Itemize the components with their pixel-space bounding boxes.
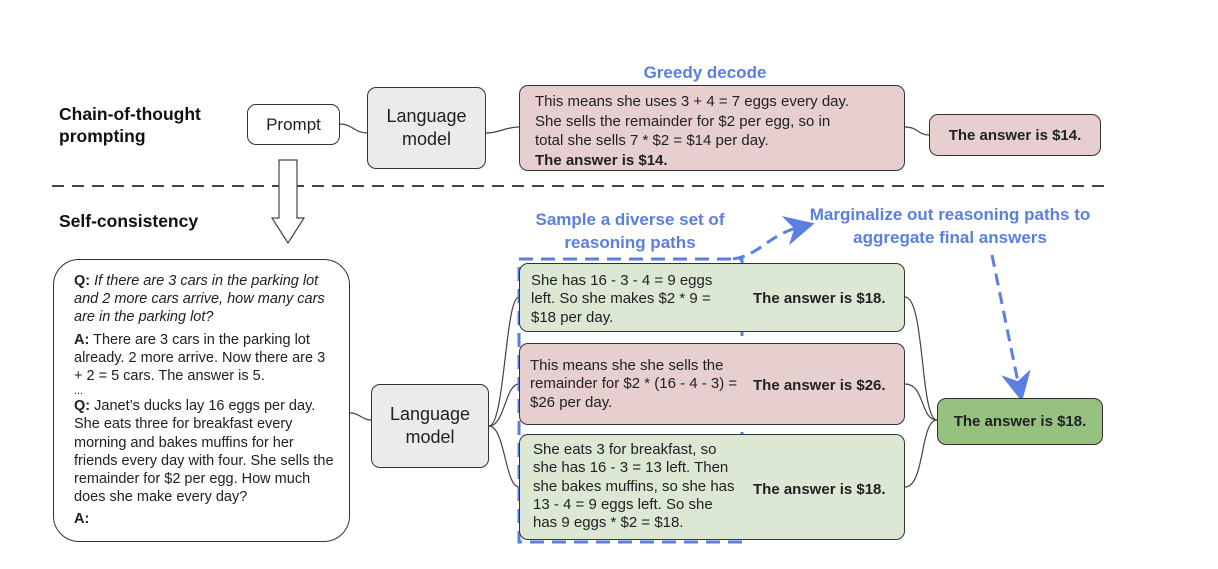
greedy-decode-label: Greedy decode — [643, 63, 767, 82]
question-to-lm-wire — [349, 412, 372, 421]
reasoning-path-1: She has 16 - 3 - 4 = 9 eggs left. So she… — [519, 263, 905, 332]
greedy-to-answer-wire — [904, 126, 930, 136]
q2-prefix: Q: — [74, 398, 91, 415]
answer-2-prefix: A: — [74, 511, 90, 528]
marginalize-label: Marginalize out reasoning paths to aggre… — [809, 205, 1091, 247]
ellipsis: ... — [74, 385, 84, 398]
cot-label: Chain-of-thought prompting — [59, 104, 201, 146]
greedy-line-4: The answer is $14. — [535, 151, 668, 169]
greedy-decode-output: This means she uses 3 + 4 = 7 eggs every… — [519, 85, 905, 171]
lm-to-path1-wire — [488, 296, 520, 427]
prompt-box: Prompt — [247, 104, 340, 145]
reasoning-path-2: This means she she sells the remainder f… — [519, 343, 905, 425]
hollow-down-arrow — [270, 159, 306, 245]
question-2: Q: Janet’s ducks lay 16 eggs per day. Sh… — [74, 397, 335, 506]
path-2-answer: The answer is $26. — [753, 377, 886, 394]
q1-prefix: Q: — [74, 273, 91, 289]
path1-to-final-wire — [904, 296, 938, 421]
greedy-line-3: total she sells 7 * $2 = $14 per day. — [535, 132, 769, 149]
greedy-line-1: This means she uses 3 + 4 = 7 eggs every… — [535, 93, 850, 110]
path-3-text: She eats 3 for breakfast, so she has 16 … — [533, 441, 735, 532]
prompt-to-lm-wire — [339, 123, 368, 134]
language-model-box-bottom: Language model — [371, 384, 489, 468]
answer-1: A: There are 3 cars in the parking lot a… — [74, 331, 335, 386]
a1-text: There are 3 cars in the parking lot alre… — [74, 331, 326, 385]
marginalize-arrow-curve — [732, 216, 815, 261]
marginalize-arrow-down — [990, 254, 1031, 402]
path-1-text: She has 16 - 3 - 4 = 9 eggs left. So she… — [531, 272, 713, 326]
sample-paths-label: Sample a diverse set of reasoning paths — [535, 210, 725, 252]
self-consistency-label: Self-consistency — [59, 211, 199, 231]
path-1-answer: The answer is $18. — [753, 290, 886, 307]
path2-to-final-wire — [904, 383, 938, 421]
greedy-line-2: She sells the remainder for $2 per egg, … — [535, 112, 831, 130]
question-1: Q: If there are 3 cars in the parking lo… — [74, 272, 335, 327]
reasoning-path-3: She eats 3 for breakfast, so she has 16 … — [519, 434, 905, 540]
lm-to-path3-wire — [488, 425, 520, 488]
language-model-box-top: Language model — [367, 87, 486, 169]
language-model-label: Language model — [386, 106, 467, 149]
greedy-answer-box: The answer is $14. — [929, 114, 1101, 156]
path-3-answer: The answer is $18. — [753, 481, 886, 498]
lm-to-greedy-wire — [485, 126, 520, 134]
final-answer-box: The answer is $18. — [937, 398, 1103, 445]
language-model-label: Language model — [389, 404, 471, 447]
q2-text: Janet’s ducks lay 16 eggs per day. She e… — [74, 398, 334, 506]
path3-to-final-wire — [904, 419, 938, 488]
path-2-text: This means she she sells the remainder f… — [530, 357, 738, 411]
q1-text: If there are 3 cars in the parking lot a… — [74, 273, 325, 326]
a1-prefix: A: — [74, 331, 90, 348]
lm-to-path2-wire — [488, 383, 520, 427]
question-prompt-box: Q: If there are 3 cars in the parking lo… — [53, 259, 350, 542]
